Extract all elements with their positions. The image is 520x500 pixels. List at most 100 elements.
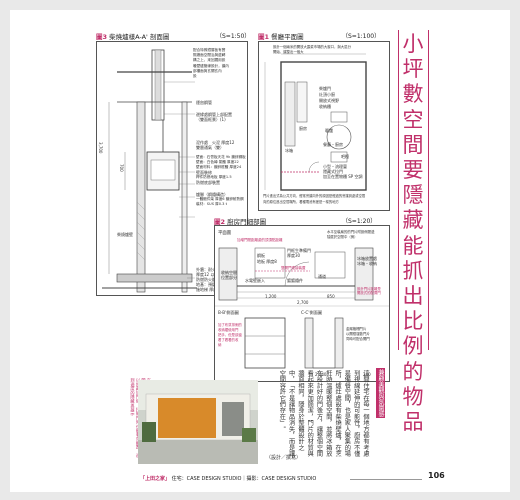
fig3-label-text: 桿件防燃地板 厚度1.5 [196, 175, 232, 179]
fig1-scale: （S=1:100） [342, 33, 381, 40]
fig3-label-text: 地基：預鑄用 [196, 282, 220, 287]
magazine-page: 圖3 柴燒爐樣A-A' 剖面圖 （S=1:50） [10, 10, 510, 492]
house-photo-svg [138, 380, 258, 464]
fig1-plan-drawing: 設計一個兩米的開放大露菜市場的大窗口，與大區分 開始，讓整出一個大 柴爐門 灶頂… [258, 41, 390, 211]
body-text: 這間住宅在每一個地方都有考慮到視線延伸的可能性，廚房不僅是備餐空間，也是家人聚集… [278, 370, 369, 457]
fig2-label-text: 門框生準備門 [287, 248, 311, 253]
fig3-label-text: 雙層通氣（雙） [196, 145, 224, 150]
fig2-bb-note: 納 [218, 343, 222, 347]
fig2-right-note: 開放式的配置門 [357, 291, 381, 295]
fig1-label: 圖1 [258, 33, 270, 41]
fig2-dimension: 1,200 [265, 294, 277, 299]
fig2-dimension: 850 [327, 294, 335, 299]
fig3-label-text: 壁面裝修 [196, 170, 212, 175]
fig2-detail-drawing: 平面圖 加增門間距離處的頂頂點距離 水平至裝扁的的門片附設側間邊 隱匿於空間中（… [214, 225, 390, 382]
fig2-label-text: 收納空間 [221, 270, 237, 275]
fig1-label-text: 廚房 [299, 126, 307, 131]
fig1-note-text: 向的原位進出空間場所，看種電池有差是一樣的地方 [263, 200, 339, 204]
credit-text: 住宅：CASE DESIGN STUDIO｜攝影：CASE DESIGN STU… [171, 476, 317, 482]
fig2-label-text: 位置部分 [221, 275, 237, 280]
fig3-label: 圖3 [96, 33, 108, 41]
fig3-scale: （S=1:50） [216, 33, 251, 40]
fig2-detail-svg [215, 247, 389, 369]
fig3-label-text: 裝材：SUS 厚0.3 t [196, 202, 227, 206]
fig2-note-top: 加增門間距離處的頂頂點距離 [237, 238, 283, 242]
fig1-plan-svg [264, 53, 367, 191]
fig3-title: 柴燒爐樣A-A' 剖面圖 [109, 33, 170, 41]
fig3-section-drawing: 配合特殊鐵層板有實 際牆面空間治與邊轉 構之上，來回擺用設 暖壁爐管線設計，讓內… [96, 41, 248, 296]
fig3-label-text: （雙面框景）(1) [196, 117, 226, 122]
fig1-label-text: 開始，讓整出一個大 [273, 50, 304, 54]
fig2-label: 圖2 [214, 218, 226, 226]
fig1-label-text: 小型・流理臺 [323, 164, 347, 169]
fig2-cc-note: 同時可配合開門 [346, 337, 370, 341]
fig2-bb-note: 加了布幫排側的 [218, 323, 242, 327]
fig2-label-text: 通道 [318, 274, 326, 279]
fig2-scale: （S=1:20） [342, 218, 377, 225]
fig2-bb-title: B-B'側面圖 [218, 310, 239, 315]
page-number-rule [350, 479, 422, 480]
fig3-note-line: 暖壁爐管線設計，讓內 [193, 63, 229, 68]
fig3-label-text: 壁面：白色磚 氣體 厚度22 [196, 160, 239, 164]
fig3-note-line: 配合特殊鐵層板有實 [193, 48, 226, 52]
fig1-label-text: 設計一個兩米的開放大露菜市場的大窗口，與大區分 [273, 45, 351, 49]
fig3-label-text: 壁面材料：鍍鋅框體 厚度24 [196, 165, 242, 169]
fig2-dimension: 2,040 [315, 372, 327, 377]
fig2-right-note: 設計門片距離是 [357, 287, 381, 291]
fig3-label-text: 壁面：石膏板天花 9k 鍍鋅鋼板 [196, 155, 246, 159]
fig2-label-text: 冰箱・收納 [357, 261, 377, 266]
fig2-bb-note: 收納櫃使用門 [218, 328, 239, 332]
fig2-note-right: 水平至裝扁的的門片附設側間邊 [327, 230, 375, 234]
page-title: 小坪數空間要隱藏能抓出比例的物品 [402, 32, 424, 435]
fig1-label-text: 收納櫃 [319, 104, 331, 109]
fig1-label-text: 餐廳・廚房 [323, 142, 343, 147]
fig2-dimension: 240 [363, 372, 371, 377]
fig3-label-text: 煙囪鋼管 [196, 100, 212, 105]
fig2-plan-title: 平面圖 [218, 231, 232, 236]
title-rule [398, 30, 399, 350]
fig3-dimension: 3,700 [98, 142, 103, 154]
page-number: 106 [428, 471, 445, 480]
fig3-label-text: 爐腳（鋼鐵構造） [196, 192, 228, 197]
fig2-label-text: 冰箱放置處 [357, 256, 377, 261]
body-sign: （設計／撰寫） [266, 455, 302, 461]
fig1-label-text: 暖爐 [325, 128, 333, 133]
fig2-title: 廚房門細部圖 [227, 218, 267, 226]
fig3-label-text: 泥作處 火泥 厚度12 [196, 140, 235, 145]
fig2-label-text: 雙開門連接裝置 [281, 266, 306, 270]
fig3-note-line: 構之上，來回擺用設 [193, 58, 226, 63]
body-header: 兼顧美觀與氛圍感 [376, 368, 385, 418]
fig3-dimension: 700 [119, 164, 124, 172]
fig3-label-text: 一體鍛件柴 厚度6 鍍鋅耐熱鋼 [196, 197, 244, 201]
fig2-label-text: 鋼板 [257, 253, 265, 258]
fig1-label-text: 吧檯 [341, 154, 349, 159]
fig1-label-text: 加至在置物櫃 SP 空調 [323, 174, 363, 179]
fig1-label-text: 柴爐門 [319, 86, 331, 91]
fig3-caption: 圖3 柴燒爐樣A-A' 剖面圖 [96, 31, 169, 41]
fig3-label-text: 邊緣處鋼管上部配置 [196, 112, 232, 117]
fig1-title: 餐廳平面圖 [271, 33, 304, 41]
fig2-caption: 圖2 廚房門細部圖 [214, 216, 266, 226]
credit-project-name: 上田之家 [145, 476, 166, 482]
fig2-bb-note: 看了看看的收 [218, 338, 239, 342]
fig1-label-text: 開放式視野 [319, 98, 339, 103]
house-photo [138, 380, 258, 464]
fig3-note-line: 設 [193, 74, 197, 79]
fig3-section-svg [102, 49, 197, 293]
fig3-label-text: 施地梯 厚度30 [196, 287, 223, 292]
fig3-note-line: 際牆面空間治與邊轉 [193, 53, 226, 58]
fig1-note-text: 門片進出式為公共方向，經常會讓向外的原因是經過的會讓到處或空間 [263, 194, 366, 198]
fig2-label-text: 地板 厚度8 [257, 259, 277, 264]
fig3-note-line: 部樓面與玄關玄內 [193, 68, 222, 73]
fig3-label-text: 厚度12 以結構石膏 [196, 272, 230, 277]
fig1-label-text: 隱藏式拉門 [323, 169, 343, 174]
fig2-cc-note: 金屬格柵門片 [346, 327, 367, 331]
fig3-label-text: 防燃防火鋼板 [196, 277, 220, 282]
fig1-label-text: 灶頂小廚 [319, 92, 335, 97]
fig2-cc-note: 以開框運動門片 [346, 332, 370, 336]
fig2-note-right: 隱匿於空間中（側） [327, 235, 358, 239]
fig3-note: 配合特殊鐵層板有實 際牆面空間治與邊轉 構之上，來回擺用設 暖壁爐管線設計，讓內… [193, 48, 245, 79]
fig2-label-text: 厚度30 [287, 253, 301, 258]
title-rule [428, 30, 429, 350]
fig3-label-text: 防燃底部裝置 [196, 180, 220, 185]
